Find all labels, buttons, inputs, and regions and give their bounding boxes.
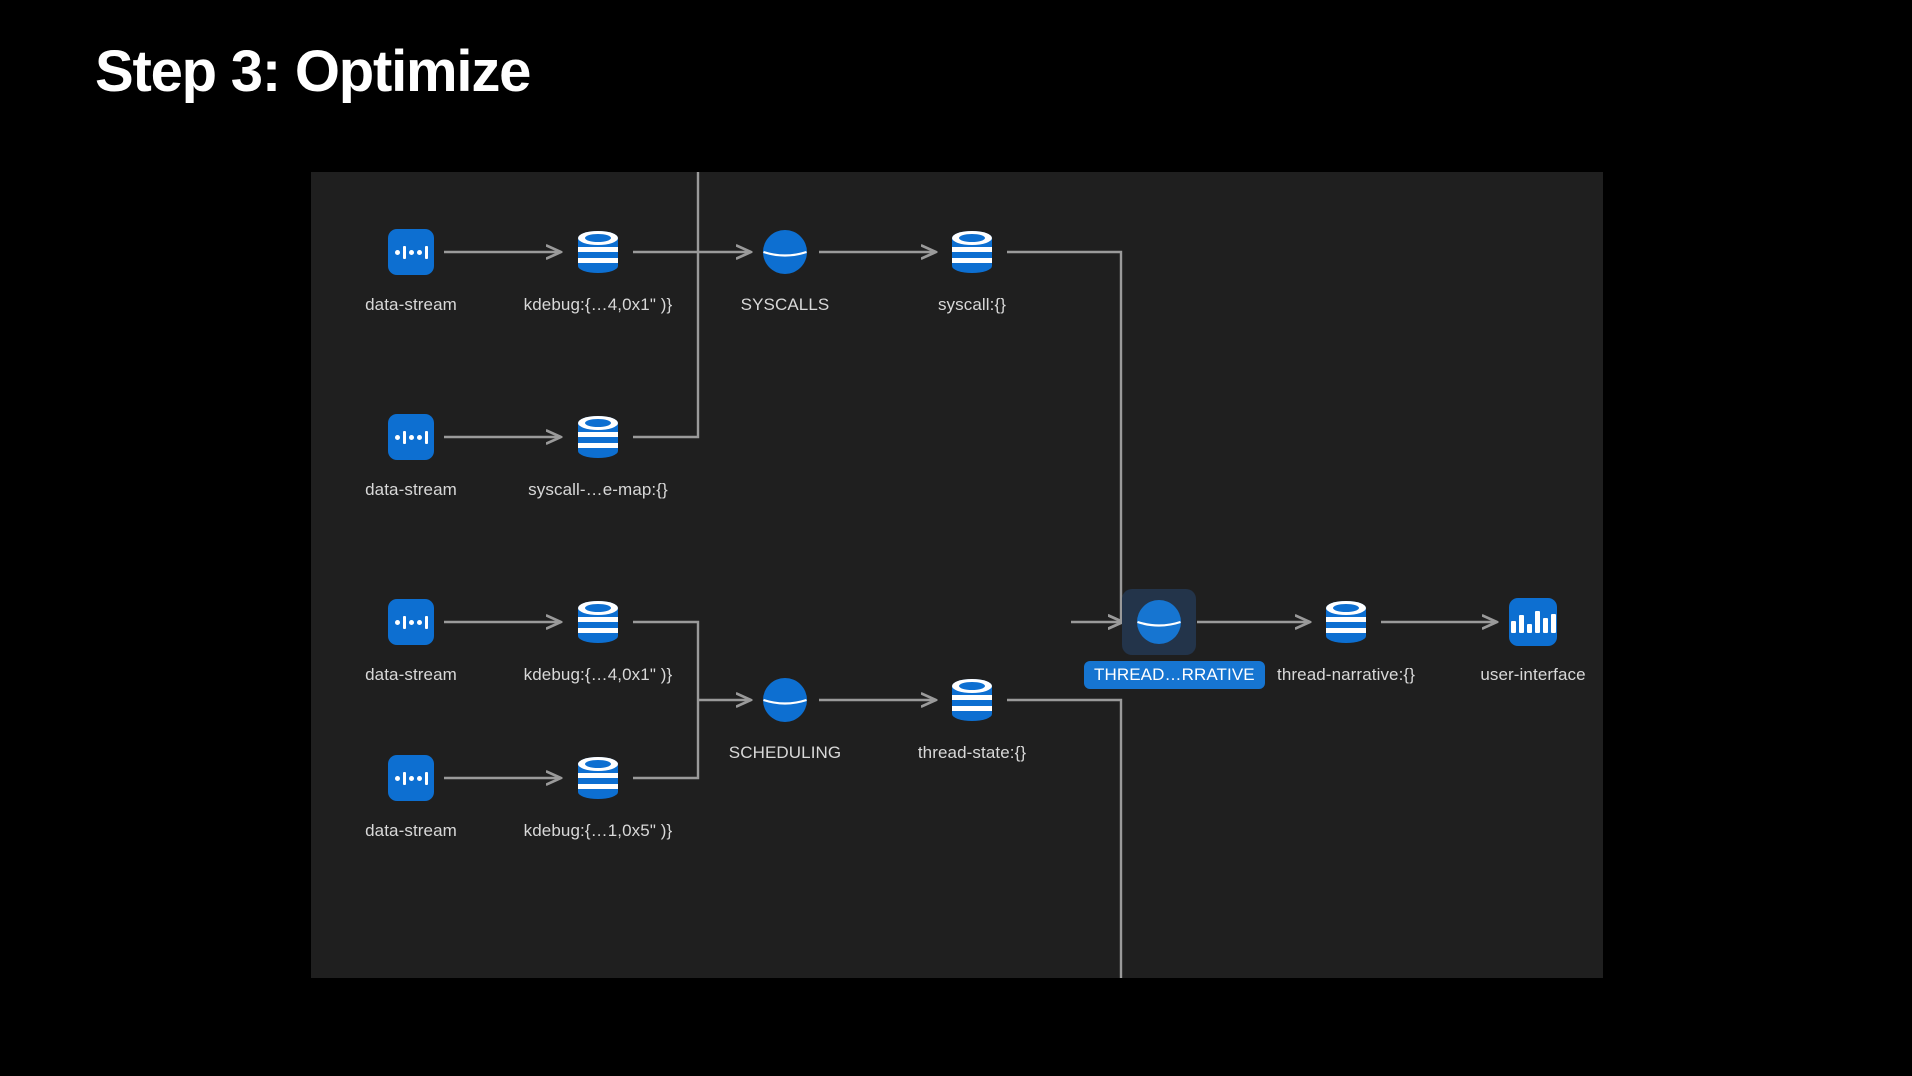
node-icon-slot (336, 747, 486, 809)
node-icon-slot (523, 221, 673, 283)
node-thread-narrative-table[interactable]: thread-narrative:{} (1271, 591, 1421, 685)
page-title: Step 3: Optimize (95, 39, 531, 104)
node-data-stream-2[interactable]: data-stream (336, 406, 486, 500)
node-label: thread-narrative:{} (1277, 665, 1415, 684)
diagram-canvas[interactable]: data-stream kdebug:{…4,0x1" )} SY (311, 172, 1603, 978)
node-label: data-stream (365, 821, 457, 840)
node-user-interface[interactable]: user-interface (1458, 591, 1603, 685)
node-label-selected: THREAD…RRATIVE (1084, 661, 1265, 689)
node-thread-state[interactable]: thread-state:{} (897, 669, 1047, 763)
node-data-stream-4[interactable]: data-stream (336, 747, 486, 841)
sphere-icon (763, 230, 807, 274)
node-icon-slot (336, 406, 486, 468)
node-kdebug-1[interactable]: kdebug:{…4,0x1" )} (523, 221, 673, 315)
database-icon (578, 757, 618, 799)
node-label: syscall-…e-map:{} (528, 480, 668, 499)
node-icon-slot (336, 221, 486, 283)
node-label: syscall:{} (937, 295, 1007, 314)
node-icon-slot (1458, 591, 1603, 653)
node-label: user-interface (1480, 665, 1586, 684)
node-syscall-table[interactable]: syscall:{} (897, 221, 1047, 315)
node-label: data-stream (365, 480, 457, 499)
database-icon (578, 231, 618, 273)
node-label: thread-state:{} (917, 743, 1027, 762)
node-label: data-stream (365, 295, 457, 314)
node-kdebug-2[interactable]: kdebug:{…4,0x1" )} (523, 591, 673, 685)
node-label: kdebug:{…1,0x5" )} (523, 821, 673, 840)
node-data-stream-3[interactable]: data-stream (336, 591, 486, 685)
node-icon-slot (1084, 589, 1234, 655)
node-label: SYSCALLS (740, 295, 830, 314)
node-label: SCHEDULING (728, 743, 842, 762)
node-label: kdebug:{…4,0x1" )} (523, 665, 673, 684)
node-icon-slot (523, 591, 673, 653)
sphere-icon (763, 678, 807, 722)
node-icon-slot (523, 747, 673, 809)
node-icon-slot (1271, 591, 1421, 653)
node-icon-slot (336, 591, 486, 653)
database-icon (952, 679, 992, 721)
database-icon (1326, 601, 1366, 643)
node-thread-narrative-selected[interactable]: THREAD…RRATIVE (1084, 589, 1265, 689)
node-kdebug-3[interactable]: kdebug:{…1,0x5" )} (523, 747, 673, 841)
node-icon-slot (897, 669, 1047, 731)
node-icon-slot (710, 669, 860, 731)
data-stream-icon (388, 414, 434, 460)
node-icon-slot (897, 221, 1047, 283)
node-label: kdebug:{…4,0x1" )} (523, 295, 673, 314)
node-icon-slot (710, 221, 860, 283)
database-icon (578, 601, 618, 643)
bar-chart-icon (1509, 598, 1557, 646)
node-label: data-stream (365, 665, 457, 684)
node-syscalls[interactable]: SYSCALLS (710, 221, 860, 315)
data-stream-icon (388, 229, 434, 275)
data-stream-icon (388, 599, 434, 645)
data-stream-icon (388, 755, 434, 801)
database-icon (578, 416, 618, 458)
node-syscall-name-map[interactable]: syscall-…e-map:{} (523, 406, 673, 500)
node-scheduling[interactable]: SCHEDULING (710, 669, 860, 763)
node-data-stream-1[interactable]: data-stream (336, 221, 486, 315)
sphere-icon (1137, 600, 1181, 644)
database-icon (952, 231, 992, 273)
node-icon-slot (523, 406, 673, 468)
